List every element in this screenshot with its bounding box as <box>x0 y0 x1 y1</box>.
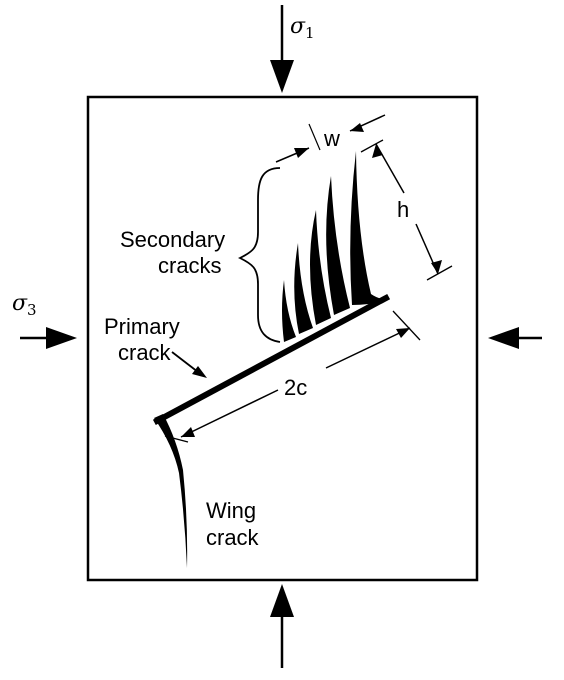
sigma1-label: σ1 <box>290 14 315 42</box>
secondary-crack <box>310 210 331 325</box>
sigma3-label: σ3 <box>12 291 37 319</box>
secondary-cracks <box>282 151 388 342</box>
secondary-cracks-brace <box>237 167 281 343</box>
primary-crack <box>152 293 391 426</box>
wing-crack <box>154 414 188 568</box>
crack-length-label: 2c <box>284 375 307 400</box>
sigma3-right-arrow <box>488 327 542 349</box>
primary-crack-leader-arrow <box>171 351 207 378</box>
height-label: h <box>397 197 409 222</box>
height-dimension <box>360 139 453 281</box>
width-dimension <box>275 114 386 163</box>
sigma1-bottom-arrow <box>270 584 294 668</box>
wing-crack-label-line1: Wing <box>206 498 256 523</box>
wing-crack-label-line2: crack <box>206 525 260 550</box>
specimen-block <box>86 95 479 582</box>
secondary-crack <box>282 280 296 342</box>
secondary-crack <box>350 151 388 305</box>
secondary-cracks-label-line2: cracks <box>158 253 222 278</box>
crack-length-dimension <box>164 310 421 443</box>
sigma1-top-arrow <box>270 5 294 93</box>
secondary-crack <box>326 176 350 315</box>
sigma3-left-arrow <box>20 327 77 349</box>
secondary-cracks-label-line1: Secondary <box>120 227 225 252</box>
primary-crack-label-line1: Primary <box>104 314 180 339</box>
secondary-crack <box>294 243 313 334</box>
width-label: w <box>323 126 340 151</box>
primary-crack-label-line2: crack <box>118 340 172 365</box>
